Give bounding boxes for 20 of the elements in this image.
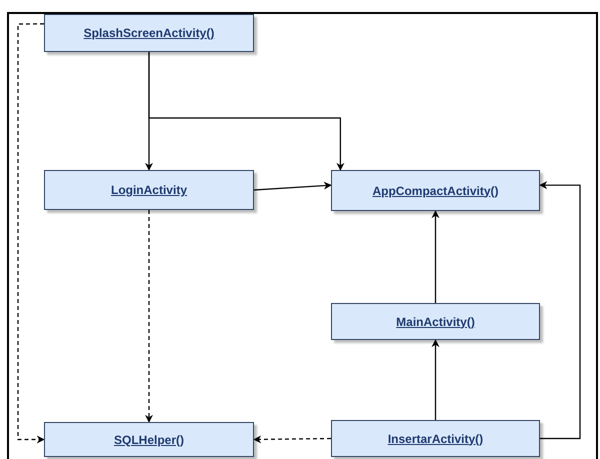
dashed-arrow [253, 435, 331, 444]
arrow [148, 52, 344, 171]
arrow [539, 181, 581, 440]
class-box [331, 420, 540, 457]
class-box [331, 170, 540, 211]
arrow [254, 182, 332, 191]
class-name: SQLHelper() [114, 432, 184, 448]
class-name: LoginActivity [110, 182, 187, 199]
class-name: AppCompactActivity() [372, 182, 498, 200]
dashed-arrow [145, 210, 153, 423]
arrow [432, 339, 440, 420]
class-box [44, 422, 254, 457]
class-box [44, 170, 254, 210]
arrow [432, 210, 440, 303]
class-box [331, 303, 540, 340]
dashed-arrow [17, 23, 45, 444]
class-box [44, 14, 254, 52]
class-name: SplashScreenActivity() [84, 25, 214, 42]
class-name: InsertarActivity() [388, 430, 484, 448]
class-name: MainActivity() [396, 314, 475, 330]
